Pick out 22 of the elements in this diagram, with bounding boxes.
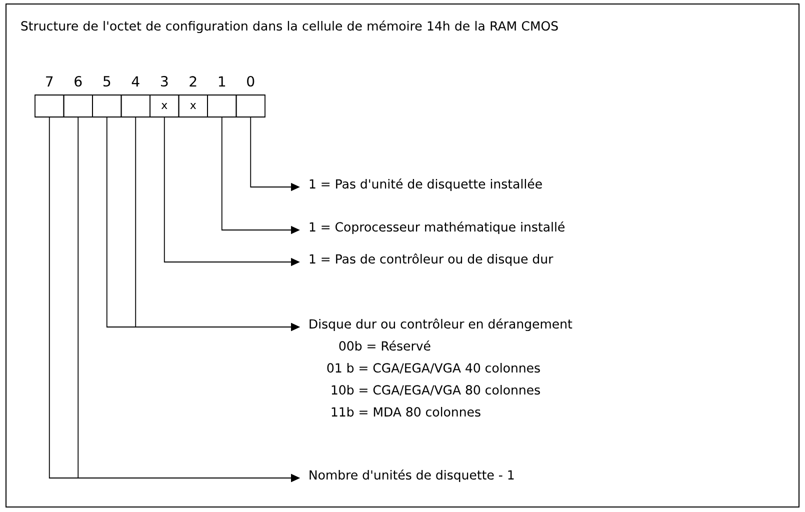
bit-number: 1: [218, 76, 226, 87]
bit-cell: x: [178, 94, 208, 118]
bit-number: 2: [190, 76, 196, 87]
bit-number: 0: [247, 76, 254, 87]
bit-cell: [92, 94, 122, 118]
bit-cell: [236, 94, 266, 118]
description-text: 1 = Pas d'unité de disquette installée: [310, 178, 542, 192]
bit-number: 3: [161, 76, 168, 87]
description-text: 1 = Pas de contrôleur ou de disque dur: [310, 253, 554, 266]
bit-number: 6: [74, 76, 82, 87]
bit-cell: x: [150, 94, 180, 118]
description-text: Nombre d'unités de disquette - 1: [310, 469, 514, 482]
bit-cell: [207, 94, 237, 118]
bit-cell: [120, 94, 150, 118]
title: Structure de l'octet de configuration dans la cellule de mémoire 14h de la RAM CMOS: [21, 20, 558, 34]
bit-number: 4: [132, 76, 140, 87]
bit-number: 7: [46, 76, 53, 87]
description-text: Disque dur ou contrôleur en dérangement 00b = Réservé 01 b = CGA/EGA/VGA 40 colonnes 10b = CGA/EGA/VGA 80 colonnes 11b = MDA 80 colonnes: [310, 318, 572, 417]
description-text: 1 = Coprocesseur mathématique installé: [310, 221, 564, 234]
bit-number: 5: [104, 76, 110, 87]
bit-cell: [34, 94, 64, 118]
bit-cell: [63, 94, 93, 118]
